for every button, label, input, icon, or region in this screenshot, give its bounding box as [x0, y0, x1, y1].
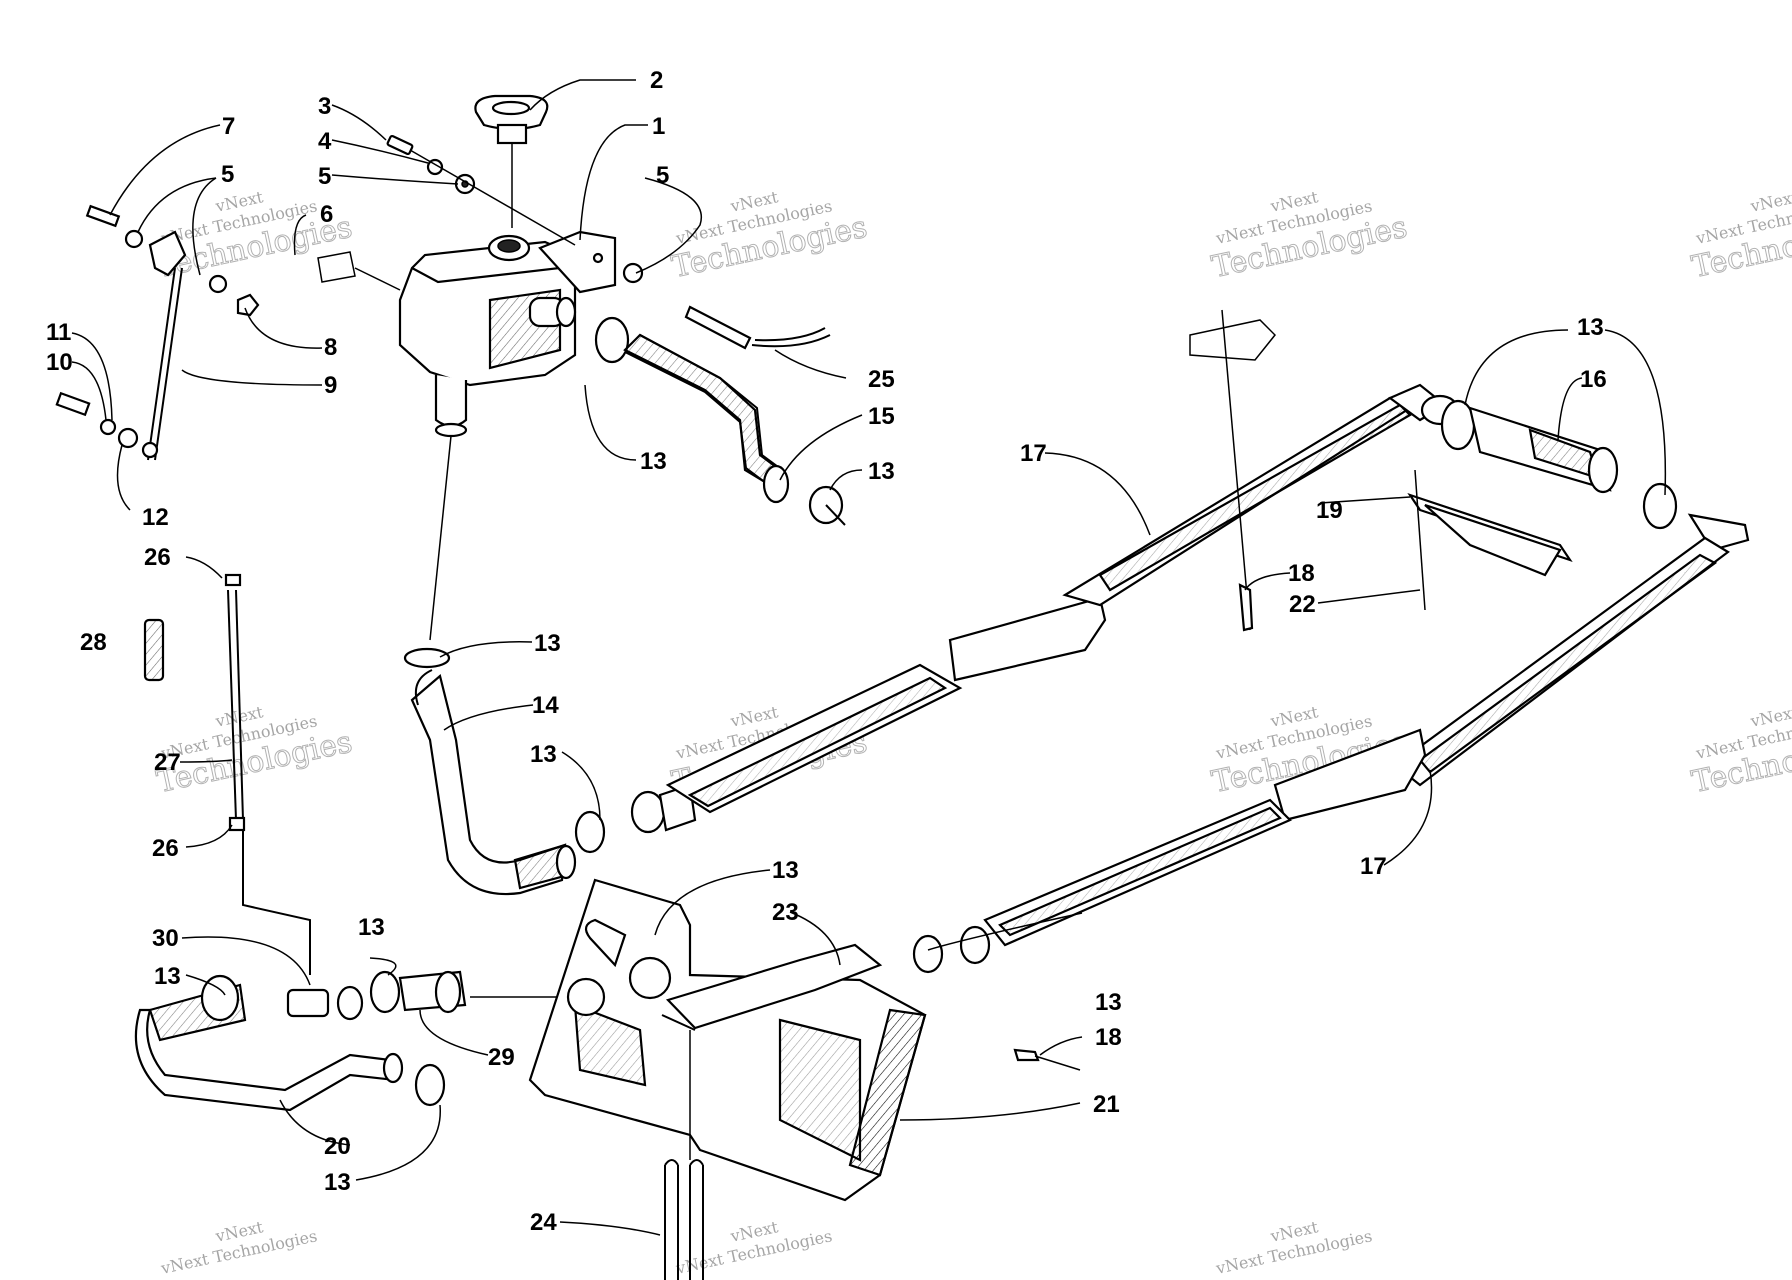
radiator-cap [474, 94, 549, 228]
callout-label: 29 [488, 1044, 515, 1071]
callout-label: 10 [46, 349, 73, 376]
callout-label: 27 [154, 749, 181, 776]
callout-label: 23 [772, 899, 799, 926]
callout-label: 22 [1289, 591, 1316, 618]
coolant-tank [398, 230, 617, 641]
upper-hose [594, 316, 846, 526]
mounting-hardware [55, 134, 644, 461]
callout-label: 13 [530, 741, 557, 768]
callout-label: 15 [868, 403, 895, 430]
hose-14 [403, 647, 697, 896]
callout-label: 18 [1095, 1024, 1122, 1051]
callout-label: 24 [530, 1209, 557, 1236]
watermark: vNext vNext Technologies Technologies [1208, 187, 1410, 286]
heat-exchanger-left [665, 383, 1460, 814]
thermostat-line [143, 573, 311, 975]
watermark: vNext vNext Technologies [158, 1217, 318, 1278]
overflow-hose [684, 305, 831, 350]
watermark: vNext vNext Technologies Technologies [1688, 187, 1792, 286]
callout-label: 2 [650, 67, 663, 94]
callout-label: 30 [152, 925, 179, 952]
callout-label: 3 [318, 93, 331, 120]
heater-tube [1440, 399, 1678, 530]
callout-label: 13 [358, 914, 385, 941]
callout-label: 5 [318, 163, 331, 190]
callout-label: 13 [534, 630, 561, 657]
watermark: vNext vNext Technologies [673, 1217, 833, 1278]
callout-label: 9 [324, 372, 337, 399]
watermark: vNext vNext Technologies [1213, 1217, 1373, 1278]
callout-labels: 2 1 3 4 5 7 5 6 5 8 9 11 10 12 25 15 13 … [46, 67, 1607, 1236]
callout-label: 14 [532, 692, 559, 719]
callout-label: 13 [324, 1169, 351, 1196]
callout-label: 12 [142, 504, 169, 531]
callout-label: 28 [80, 629, 107, 656]
callout-label: 4 [318, 128, 332, 155]
callout-label: 16 [1580, 366, 1607, 393]
callout-label: 17 [1360, 853, 1387, 880]
rivet-pin [1013, 1048, 1081, 1071]
callout-label: 26 [152, 835, 179, 862]
callout-label: 6 [320, 201, 333, 228]
hose-20 [134, 970, 560, 1112]
callout-label: 13 [1095, 989, 1122, 1016]
heat-exchanger-right [912, 513, 1750, 974]
callout-label: 1 [652, 113, 665, 140]
callout-label: 8 [324, 334, 337, 361]
watermark: vNext vNext Technologies Technologies [153, 702, 355, 801]
callout-label: 13 [772, 857, 799, 884]
callout-label: 20 [324, 1133, 351, 1160]
callout-label: 11 [46, 319, 71, 346]
leader-lines [71, 79, 1667, 1236]
callout-label: 19 [1316, 497, 1343, 524]
callout-label: 18 [1288, 560, 1315, 587]
watermark: vNext vNext Technologies Technologies [668, 187, 870, 286]
callout-label: 13 [640, 448, 667, 475]
heat-shield-plate [1189, 309, 1573, 632]
callout-label: 17 [1020, 440, 1047, 467]
coolant-tubes [664, 1030, 704, 1280]
watermark: vNext vNext Technologies Technologies [1688, 702, 1792, 801]
callout-label: 13 [154, 963, 181, 990]
parts-layer [55, 94, 1750, 1280]
callout-label: 26 [144, 544, 171, 571]
callout-label: 13 [868, 458, 895, 485]
callout-label: 13 [1577, 314, 1604, 341]
watermark-group: vNext vNext Technologies Technologies vN… [153, 187, 1792, 1278]
callout-label: 5 [656, 162, 669, 189]
callout-label: 25 [868, 366, 895, 393]
callout-label: 21 [1093, 1091, 1120, 1118]
callout-label: 7 [222, 113, 235, 140]
radiator-panel [528, 878, 927, 1202]
callout-label: 5 [221, 161, 234, 188]
